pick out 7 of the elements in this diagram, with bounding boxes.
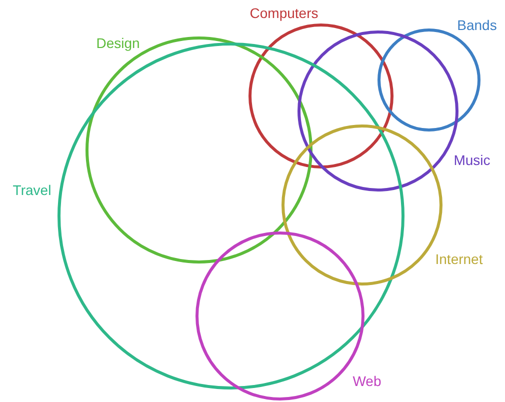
set-label: Music [454, 152, 490, 168]
set-label: Bands [457, 17, 497, 33]
set-label: Internet [435, 251, 483, 267]
set-label: Design [96, 35, 140, 51]
set-label: Computers [250, 5, 318, 21]
set-label: Web [352, 373, 382, 389]
set-label: Travel [12, 182, 52, 198]
